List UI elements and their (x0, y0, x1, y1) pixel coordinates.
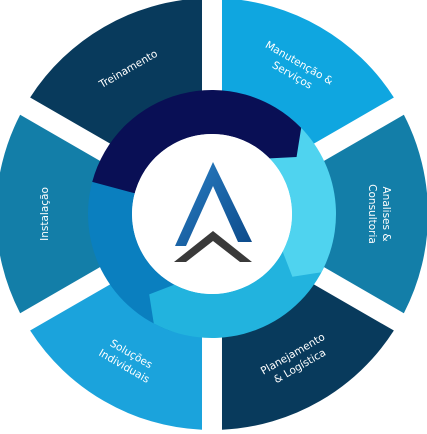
cycle-arrows (88, 90, 336, 338)
segment-treinamento (30, 0, 203, 147)
center-hub (132, 134, 292, 294)
logo-peak (175, 162, 252, 246)
segment-solucoes (30, 281, 203, 430)
cycle-arrow-top (92, 90, 302, 194)
segment-analises (318, 114, 427, 314)
segment-manutencao (221, 0, 394, 147)
logo-chevron (174, 231, 252, 262)
brand-logo-icon (174, 162, 252, 262)
segment-instalacao (0, 114, 106, 314)
cycle-arrow-bottom (149, 241, 329, 338)
segment-label-instalacao: Instalação (39, 187, 51, 241)
segment-label-analises: Analises &Consultoria (366, 184, 392, 244)
cycle-arrow-left (88, 155, 188, 332)
segment-planejamento (221, 281, 394, 430)
